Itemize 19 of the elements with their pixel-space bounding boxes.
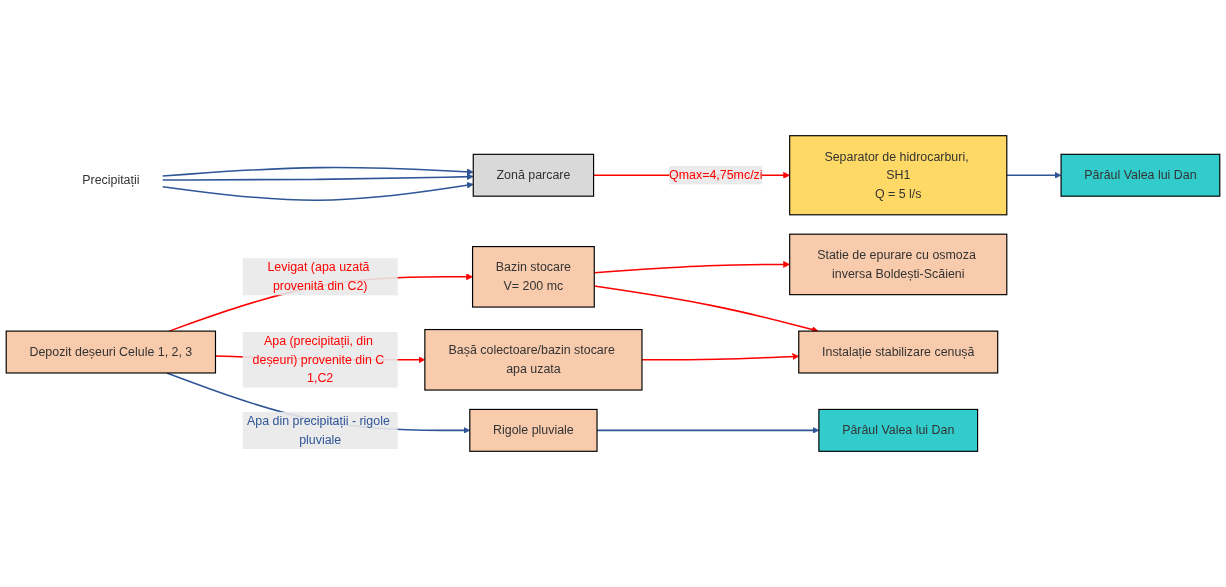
node-box: Bazin stocare V= 200 mc xyxy=(472,246,595,308)
node-box: Statie de epurare cu osmoza inversa Boldești-Scăieni xyxy=(789,233,1008,296)
edge-label: Qmax=4,75mc/zi xyxy=(669,168,763,182)
node-box: Depozit deșeuri Celule 1, 2, 3 xyxy=(5,330,217,374)
arrow xyxy=(161,166,474,177)
edge-label: Apa din precipitații - rigole pluviale xyxy=(247,414,390,446)
arrow xyxy=(1006,171,1062,179)
edge-label: Levigat (apa uzată provenită din C2) xyxy=(267,260,370,293)
arrow xyxy=(161,181,474,201)
node-box: Pârâul Valea lui Dan xyxy=(1060,153,1221,197)
arrow xyxy=(161,173,474,181)
edge-label: Apa (precipitații, din deșeuri) provenite din C 1,C2 xyxy=(252,334,385,385)
node-box: Separator de hidrocarburi, SH1 Q = 5 l/s xyxy=(789,135,1008,216)
node-text: Precipitații xyxy=(82,172,140,187)
node-box: Instalație stabilizare cenușă xyxy=(798,330,999,374)
node-box: Rigole pluviale xyxy=(469,408,598,452)
node-box: Pârâul Valea lui Dan xyxy=(818,408,979,452)
node-box: Bașă colectoare/bazin stocare apa uzata xyxy=(424,329,643,391)
node-box: Zonă parcare xyxy=(472,153,595,197)
